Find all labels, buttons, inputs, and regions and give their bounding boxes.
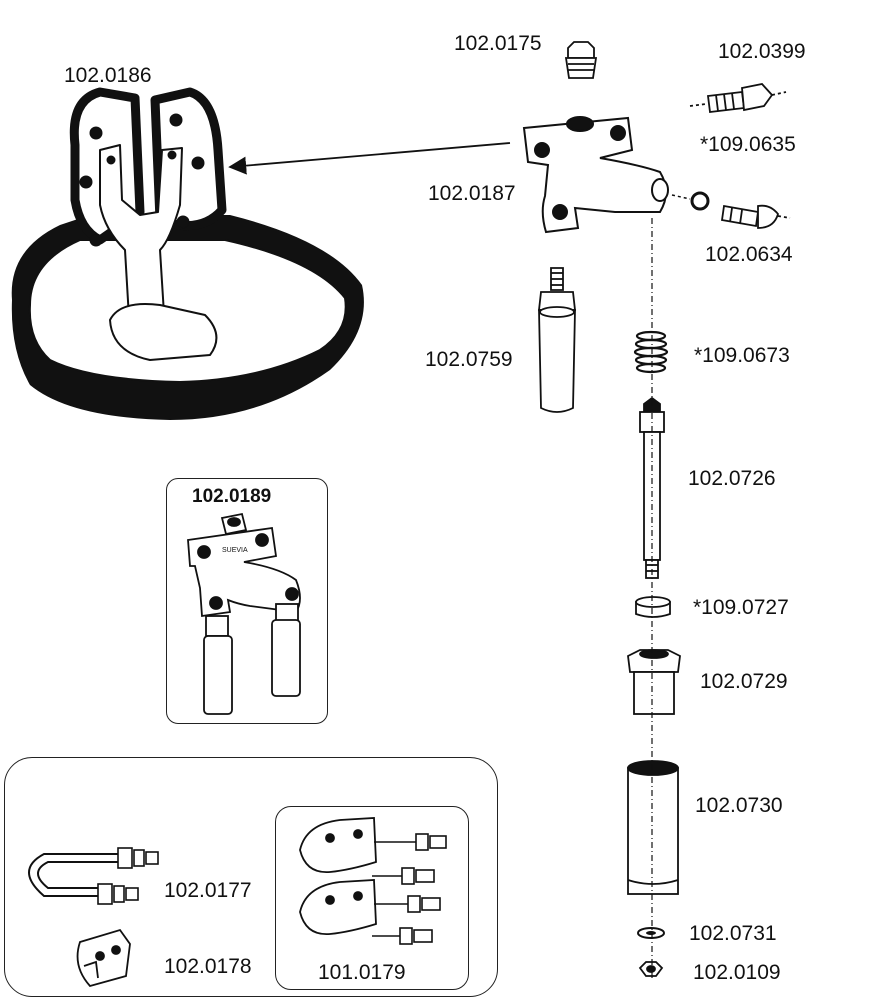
clamp-set <box>299 817 447 945</box>
washer <box>637 927 665 939</box>
label-102-0726: 102.0726 <box>688 467 776 490</box>
label-101-0179: 101.0179 <box>318 961 406 984</box>
valve-body <box>522 116 669 234</box>
label-102-0634: 102.0634 <box>705 243 793 266</box>
label-102-0187: 102.0187 <box>428 182 516 205</box>
label-102-0186: 102.0186 <box>64 64 152 87</box>
adjusting-screw <box>720 204 791 229</box>
twin-valve-frame <box>166 478 328 724</box>
clamp-set-frame <box>275 806 469 990</box>
drinking-bowl <box>11 87 364 420</box>
spring <box>633 330 669 374</box>
assembly-arrow <box>228 142 511 175</box>
label-109-0673: *109.0673 <box>694 344 790 367</box>
label-102-0729: 102.0729 <box>700 670 788 693</box>
label-109-0635: *109.0635 <box>700 133 796 156</box>
extension-valve <box>537 267 577 413</box>
label-102-0399: 102.0399 <box>718 40 806 63</box>
label-102-0730: 102.0730 <box>695 794 783 817</box>
hex-nut <box>638 961 664 977</box>
nut-sleeve <box>627 649 681 715</box>
label-109-0727: *109.0727 <box>693 596 789 619</box>
label-102-0177: 102.0177 <box>164 879 252 902</box>
brand-mark: SUEVIA <box>222 547 248 554</box>
label-102-0175: 102.0175 <box>454 32 542 55</box>
o-ring <box>671 191 710 211</box>
label-102-0731: 102.0731 <box>689 922 777 945</box>
label-102-0109: 102.0109 <box>693 961 781 984</box>
plug-screw <box>564 41 598 79</box>
label-102-0189: 102.0189 <box>192 486 272 507</box>
sealing-ring <box>635 596 671 618</box>
protection-tube <box>627 760 679 895</box>
mounting-kit-frame <box>4 757 498 997</box>
twin-valve-assembly <box>187 512 301 715</box>
u-bolt <box>28 847 159 905</box>
bolt-screw <box>689 83 787 113</box>
label-102-0759: 102.0759 <box>425 348 513 371</box>
clamp <box>76 928 131 988</box>
label-102-0178: 102.0178 <box>164 955 252 978</box>
